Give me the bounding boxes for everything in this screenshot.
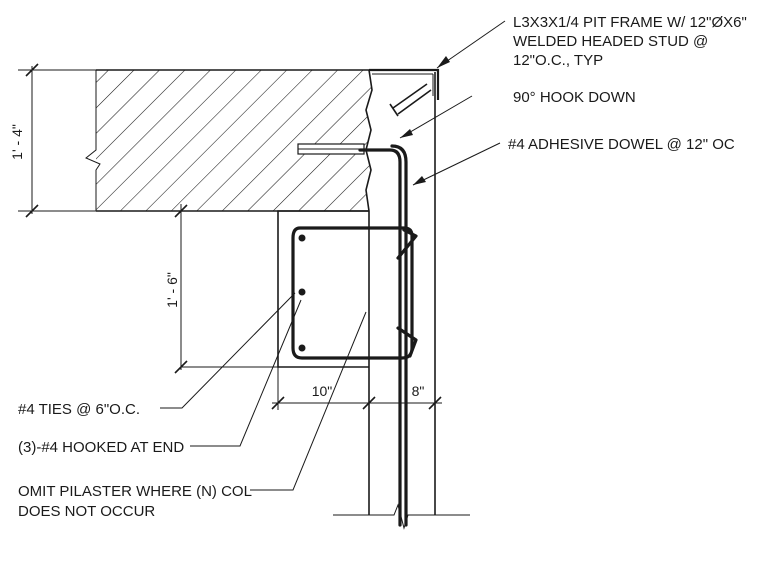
bar-dot — [298, 344, 306, 352]
note-pit-frame-line1: L3X3X1/4 PIT FRAME W/ 12"ØX6" — [513, 14, 747, 31]
pilaster-outline — [277, 210, 370, 368]
dimension-slab-thickness: 1' - 4" — [9, 63, 96, 218]
dimension-label-wall-thickness: 8" — [412, 383, 425, 399]
note-pit-frame-line2: WELDED HEADED STUD @ — [513, 33, 708, 50]
dimension-horizontal: 10" 8" — [271, 367, 442, 410]
leaders — [160, 20, 506, 491]
note-adhesive-dowel: #4 ADHESIVE DOWEL @ 12" OC — [508, 136, 735, 153]
bar-dot — [298, 288, 306, 296]
hooked-bars — [298, 234, 306, 352]
existing-slab — [85, 69, 373, 225]
dimension-label-slab: 1' - 4" — [9, 124, 25, 160]
dimension-label-pilaster-width: 10" — [312, 383, 333, 399]
note-hooked-at-end: (3)-#4 HOOKED AT END — [18, 439, 184, 456]
pilaster-tie — [291, 226, 418, 360]
bar-dot — [298, 234, 306, 242]
note-pit-frame-line3: 12"O.C., TYP — [513, 52, 603, 69]
dimension-label-pilaster-depth: 1' - 6" — [164, 272, 180, 308]
note-hook-down: 90° HOOK DOWN — [513, 89, 636, 106]
note-pit-frame: L3X3X1/4 PIT FRAME W/ 12"ØX6" WELDED HEA… — [513, 14, 747, 69]
dimension-pilaster-depth: 1' - 6" — [164, 204, 278, 374]
adhesive-dowel — [297, 143, 365, 155]
note-omit-pilaster-line2: DOES NOT OCCUR — [18, 503, 155, 520]
note-omit-pilaster-line1: OMIT PILASTER WHERE (N) COL — [18, 483, 252, 500]
wall-vertical-bar-with-hook — [358, 144, 408, 527]
pit-frame-angle — [369, 68, 440, 100]
note-ties: #4 TIES @ 6"O.C. — [18, 401, 140, 418]
headed-stud — [389, 83, 432, 117]
